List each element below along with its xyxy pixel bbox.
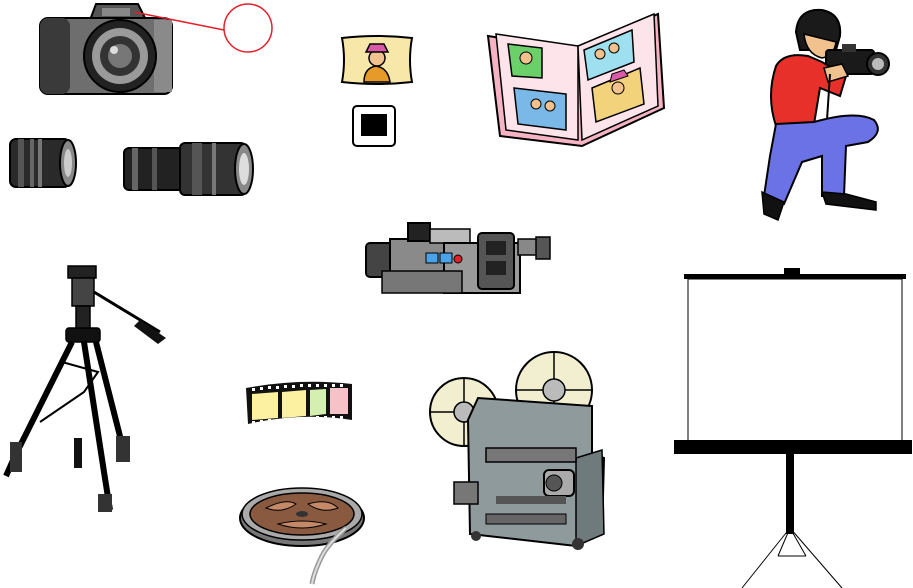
slide-mount-icon (351, 104, 397, 148)
slr-camera-icon (34, 0, 279, 100)
film-reel-icon (236, 484, 372, 585)
red-callout-circle-icon (223, 3, 273, 53)
projection-screen-icon (672, 266, 913, 588)
tripod-icon (0, 262, 170, 518)
photographer-icon (756, 6, 892, 222)
zoom-lens-icon (122, 140, 254, 198)
camcorder-icon (360, 219, 558, 295)
film-strip-icon (244, 380, 356, 428)
short-lens-icon (8, 135, 77, 191)
photo-print-icon (338, 34, 416, 86)
photo-album-icon (486, 8, 666, 150)
film-projector-icon (426, 346, 610, 554)
